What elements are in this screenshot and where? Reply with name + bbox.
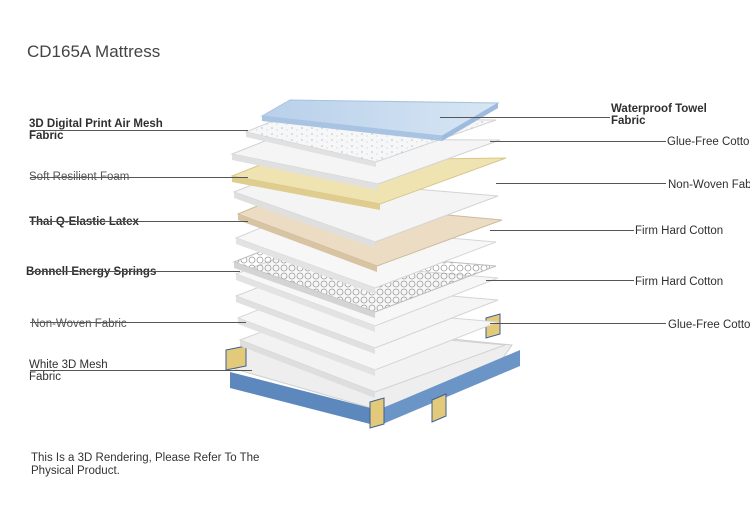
base-box-front: [230, 372, 378, 426]
leader-line: [440, 117, 610, 118]
base-box-edge-left: [225, 345, 247, 371]
leader-line: [486, 280, 634, 281]
label-waterproof-towel: Waterproof Towel Fabric: [611, 103, 707, 127]
label-white-mesh-fabric: White 3D Mesh Fabric: [29, 359, 108, 383]
label-air-mesh-fabric: 3D Digital Print Air Mesh Fabric: [29, 118, 163, 142]
waterproof-towel-layer: [260, 99, 500, 141]
label-non-woven-fabric-left: Non-Woven Fabric: [31, 318, 127, 330]
label-glue-free-cotton-lower: Glue-Free Cotton: [668, 319, 750, 331]
base-box-edge-front: [369, 397, 385, 429]
label-non-woven-fabric-right: Non-Woven Fabric: [668, 179, 750, 191]
leader-line: [30, 130, 248, 131]
leader-line: [30, 271, 240, 272]
leader-line: [490, 141, 666, 142]
label-firm-cotton-upper: Firm Hard Cotton: [635, 225, 724, 237]
leader-line: [30, 177, 248, 178]
label-bonnell-springs: Bonnell Energy Springs: [26, 266, 157, 278]
leader-line: [30, 322, 246, 323]
base-box-side: [378, 350, 520, 426]
leader-line: [490, 323, 666, 324]
leader-line: [30, 221, 248, 222]
leader-line: [496, 183, 666, 184]
label-firm-cotton-lower: Firm Hard Cotton: [635, 276, 724, 288]
leader-line: [490, 230, 634, 231]
rendering-disclaimer: This Is a 3D Rendering, Please Refer To …: [31, 452, 260, 477]
page-title: CD165A Mattress: [27, 42, 161, 61]
label-thai-latex: Thai Q-Elastic Latex: [29, 216, 139, 228]
base-box-edge-right: [431, 393, 447, 423]
leader-line: [30, 370, 252, 371]
label-glue-free-cotton-upper: Glue-Free Cotton: [667, 136, 750, 148]
base-box-edge-back: [485, 313, 501, 339]
